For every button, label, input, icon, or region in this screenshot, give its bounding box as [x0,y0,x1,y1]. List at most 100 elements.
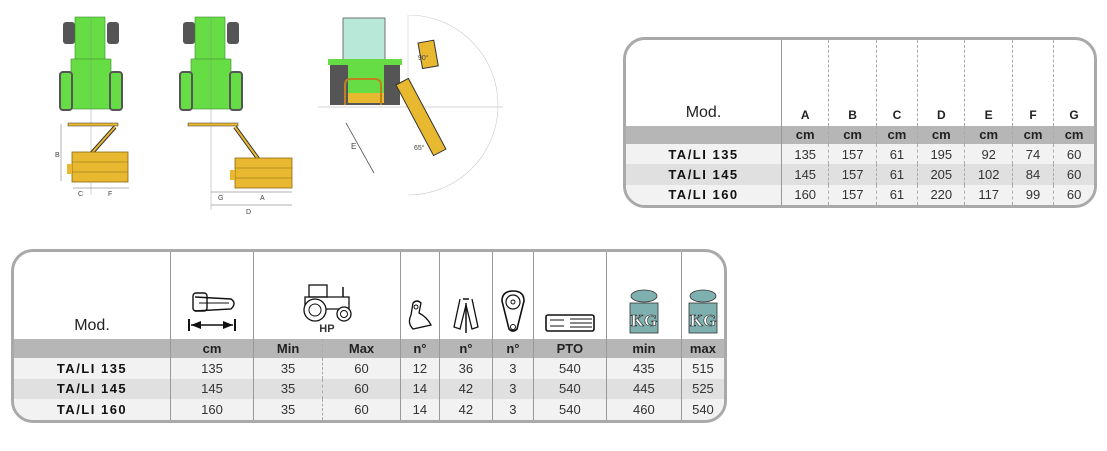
cell: 157 [828,184,877,205]
unit: cm [170,339,254,358]
cell: 195 [917,143,965,165]
cell: 60 [1053,143,1094,165]
weight-max-icon: KG [680,252,724,340]
unit: n° [491,339,534,358]
cell: 540 [680,399,724,420]
cell: 460 [605,399,682,420]
model-name: TA/LI 135 [14,357,171,379]
cell: 60 [1053,164,1094,185]
cell: 14 [399,399,440,420]
dimensions-table: Mod. A B C D E F G cm cm cm cm cm cm cm … [623,37,1097,208]
rear-view-diagram-long-reach: G A D [179,16,293,216]
cell: 157 [828,143,877,165]
units-row: cm cm cm cm cm cm cm [626,125,1094,144]
unit: n° [399,339,440,358]
hammer-blade-icon [399,252,440,340]
cell: 60 [322,357,401,379]
unit: PTO [532,339,607,358]
angle-label-90: 90° [418,54,429,62]
dim-label-f: F [108,191,112,198]
table-row: TA/LI 135 135 157 61 195 92 74 60 [626,143,1094,165]
cell: 61 [875,164,918,185]
cell: 525 [680,378,724,400]
cell: 540 [532,357,607,379]
kg-label: KG [690,311,716,330]
cell: 160 [170,399,254,420]
angle-range-diagram: 90° 65° E [318,15,503,196]
table-row: TA/LI 135 135 35 60 12 36 3 540 435 515 [14,357,724,379]
cell: 160 [780,184,829,205]
cell: 61 [875,143,918,165]
model-name: TA/LI 160 [626,184,782,205]
model-name: TA/LI 135 [626,143,782,165]
unit: cm [875,125,918,144]
model-name: TA/LI 145 [14,378,171,400]
cell: 3 [491,378,534,400]
specs-mod-header: Mod. [74,317,110,335]
cell: 145 [780,164,829,185]
unit: n° [438,339,493,358]
pto-shaft-icon [532,252,607,340]
cell: 61 [875,184,918,205]
cell: 135 [170,357,254,379]
dim-col-c: C [875,40,918,126]
unit: min [605,339,682,358]
unit: cm [1011,125,1054,144]
unit: Max [322,339,401,358]
cell: 220 [917,184,965,205]
dim-col-d: D [917,40,965,126]
rear-view-diagram-short-reach: B C F [55,16,129,198]
dim-label-g: G [218,195,223,202]
dim-col-a: A [780,40,829,126]
cell: 60 [322,378,401,400]
cell: 84 [1011,164,1054,185]
cell: 117 [964,184,1013,205]
cell: 145 [170,378,254,400]
cell: 135 [780,143,829,165]
cell: 36 [438,357,493,379]
specs-table: Mod. [11,249,727,423]
dim-label-b: B [55,152,60,159]
dim-label-a: A [260,195,265,202]
cell: 92 [964,143,1013,165]
cell: 42 [438,399,493,420]
model-name: TA/LI 160 [14,399,171,420]
cell: 3 [491,399,534,420]
cell: 102 [964,164,1013,185]
cell: 60 [1053,184,1094,205]
cell: 35 [252,378,323,400]
cell: 35 [252,399,323,420]
dim-col-b: B [828,40,877,126]
unit: cm [964,125,1013,144]
weight-min-icon: KG [605,252,682,340]
tractor-hp-icon: HP [253,252,401,340]
unit: cm [1053,125,1094,144]
unit: cm [780,125,829,144]
unit: cm [917,125,965,144]
cell: 435 [605,357,682,379]
unit: cm [828,125,877,144]
dimensions-mod-header: Mod. [685,103,722,121]
cell: 540 [532,399,607,420]
dim-label-c: C [78,191,83,198]
units-row: cm Min Max n° n° n° PTO min max [14,339,724,358]
cell: 74 [1011,143,1054,165]
dim-col-g: G [1053,40,1094,126]
cell: 445 [605,378,682,400]
cell: 540 [532,378,607,400]
cell: 35 [252,357,323,379]
dim-label-e: E [351,142,356,151]
cell: 3 [491,357,534,379]
dim-col-f: F [1011,40,1054,126]
cell: 12 [399,357,440,379]
cell: 42 [438,378,493,400]
cell: 205 [917,164,965,185]
unit: max [680,339,724,358]
unit: Min [252,339,323,358]
cell: 99 [1011,184,1054,205]
cell: 157 [828,164,877,185]
hp-label: HP [319,323,335,336]
table-row: TA/LI 160 160 35 60 14 42 3 540 460 540 [14,399,724,420]
table-row: TA/LI 145 145 157 61 205 102 84 60 [626,164,1094,185]
model-name: TA/LI 145 [626,164,782,185]
